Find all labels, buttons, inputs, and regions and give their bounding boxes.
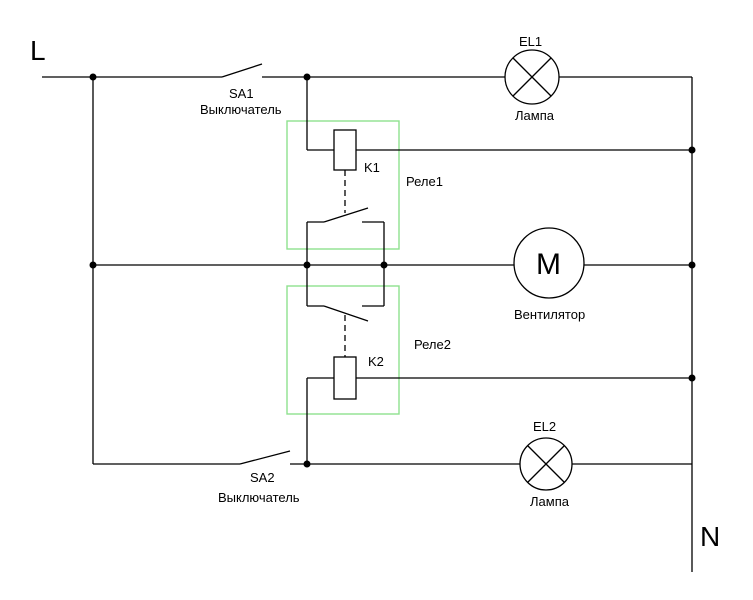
k2-coil	[306, 315, 692, 464]
relay2-caption: Реле2	[414, 337, 451, 352]
sa2-label: SA2	[250, 470, 275, 485]
k2-contact	[306, 265, 385, 322]
sa1-switch	[221, 63, 307, 78]
motor-symbol: M	[536, 248, 561, 281]
k1-label: K1	[364, 160, 380, 175]
line-bus	[42, 76, 307, 465]
neutral-terminal-label: N	[700, 521, 720, 552]
sa2-caption: Выключатель	[218, 490, 300, 505]
el1-lamp-icon	[504, 49, 560, 105]
line-terminal-label: L	[30, 35, 46, 66]
junction-dots	[89, 73, 696, 468]
sa1-caption: Выключатель	[200, 102, 282, 117]
k2-label: K2	[368, 354, 384, 369]
relay2-box	[286, 285, 400, 415]
el2-caption: Лампа	[530, 494, 570, 509]
el2-label: EL2	[533, 419, 556, 434]
sa2-switch	[239, 450, 307, 465]
motor-caption: Вентилятор	[514, 307, 585, 322]
el1-caption: Лампа	[515, 108, 555, 123]
relay1-box	[286, 120, 400, 250]
relay1-caption: Реле1	[406, 174, 443, 189]
k1-contact	[306, 207, 385, 265]
el1-label: EL1	[519, 34, 542, 49]
sa1-label: SA1	[229, 86, 254, 101]
el2-lamp-icon	[519, 437, 573, 491]
motor-icon: M	[513, 227, 585, 299]
k1-coil	[306, 77, 692, 213]
